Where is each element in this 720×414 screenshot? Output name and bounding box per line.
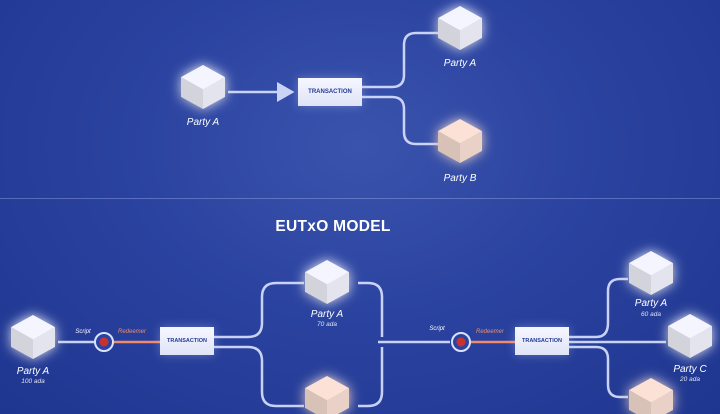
script-label-1: Script (75, 329, 91, 335)
bottom-output-party-a-amount: 60 ada (641, 311, 661, 318)
datum-circle-2 (451, 332, 471, 352)
top-output-party-a-label: Party A (443, 58, 477, 69)
bottom-input-amount-label: 100 ada (21, 378, 45, 385)
top-transaction-box: TRANSACTION (298, 78, 362, 106)
bottom-output-party-a-label: Party A (634, 298, 668, 309)
bottom-cube-out-b (629, 378, 673, 414)
bottom-cube-middle-b (305, 376, 349, 414)
bottom-edge-out-b (568, 345, 628, 399)
datum-circle-1 (94, 332, 114, 352)
redeemer-label-1: Redeemer (117, 329, 147, 335)
bottom-cube-input (11, 315, 55, 359)
bottom-middle-party-label: Party A (310, 309, 344, 320)
bottom-transaction-1-box: TRANSACTION (160, 327, 214, 355)
top-cube-party-b (438, 119, 482, 163)
bottom-cube-middle-a (305, 260, 349, 304)
top-edge-party-b (362, 95, 438, 146)
top-cube-party-a (438, 6, 482, 50)
top-edge-party-a (362, 31, 438, 89)
section-divider (0, 198, 720, 199)
bottom-cube-out-a (629, 251, 673, 295)
bottom-transaction-2-label: TRANSACTION (521, 338, 563, 344)
bottom-edge-out-a (568, 277, 628, 339)
script-label-2: Script (429, 326, 445, 332)
top-cube-input (181, 65, 225, 109)
bottom-edge-lower (210, 345, 304, 408)
top-output-party-b-label: Party B (443, 173, 477, 184)
bottom-output-party-c-amount: 20 ada (680, 376, 700, 383)
bottom-input-party-label: Party A (16, 366, 50, 377)
bottom-edge-merge (358, 281, 384, 337)
diagram-title: EUTxO MODEL (275, 218, 391, 235)
top-transaction-label: TRANSACTION (308, 89, 352, 95)
top-input-party-label: Party A (186, 117, 220, 128)
bottom-cube-out-c (668, 314, 712, 358)
bottom-middle-amount-label: 70 ada (317, 321, 337, 328)
bottom-transaction-1-label: TRANSACTION (166, 338, 208, 344)
redeemer-label-2: Redeemer (475, 329, 505, 335)
bottom-edge-upper (210, 281, 304, 339)
bottom-transaction-2-box: TRANSACTION (515, 327, 569, 355)
bottom-output-party-c-label: Party C (673, 364, 707, 375)
bottom-edge-merge-lower (358, 347, 384, 408)
